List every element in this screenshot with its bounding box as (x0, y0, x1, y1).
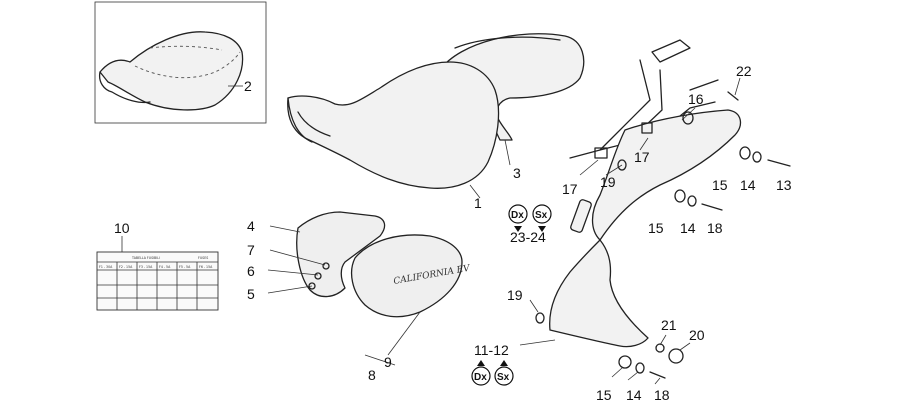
badge-sx-top (532, 204, 552, 224)
arrow-up-icon (500, 360, 508, 366)
badge-sx-bottom-text: Sx (497, 372, 510, 383)
part-label-14: 14 (626, 387, 642, 402)
part-label-9: 9 (384, 354, 392, 370)
screw (308, 282, 316, 290)
fasteners (519, 111, 791, 385)
part-label-17: 17 (562, 181, 578, 197)
part-label-22: 22 (736, 63, 752, 79)
inset-frame (94, 1, 267, 124)
fuse-table-subtitle: FUSES (198, 256, 208, 260)
bushing (314, 272, 322, 280)
part-label-15: 15 (712, 177, 728, 193)
part-label-18: 18 (707, 220, 723, 236)
main-seat-1 (287, 33, 585, 199)
fuse-header: F2 - 15A (119, 265, 133, 269)
part-label-10: 10 (114, 220, 130, 236)
grommet (322, 262, 330, 270)
part-label-21: 21 (661, 317, 677, 333)
rear-frame (549, 39, 742, 348)
part-label-17: 17 (634, 149, 650, 165)
part-label-6: 6 (247, 263, 255, 279)
part-label-13: 13 (776, 177, 792, 193)
side-badges: Dx Sx Dx Sx (471, 204, 552, 386)
fuse-header: F1 - 30A (99, 265, 113, 269)
part-label-19: 19 (600, 174, 616, 190)
reflector-23-24 (570, 199, 592, 233)
badge-dx-top-text: Dx (511, 210, 524, 221)
part-label-18: 18 (654, 387, 670, 402)
part-label-2: 2 (244, 78, 252, 94)
part-label-20: 20 (689, 327, 705, 343)
badge-sx-bottom (494, 366, 514, 386)
arrow-up-icon (477, 360, 485, 366)
part-label-23-24: 23-24 (510, 229, 546, 245)
fuse-header: F4 - 5A (159, 265, 171, 269)
part-label-14: 14 (680, 220, 696, 236)
part-label-16: 16 (688, 91, 704, 107)
part-label-11-12: 11-12 (474, 342, 509, 358)
part-label-7: 7 (247, 242, 255, 258)
part-label-3: 3 (513, 165, 521, 181)
side-panels: CALIFORNIA EV (267, 211, 472, 366)
arrow-down-icon (514, 226, 522, 232)
badge-dx-bottom (471, 366, 491, 386)
part-label-1: 1 (474, 195, 482, 211)
fuse-table-title: TABELLA FUSIBILI (131, 256, 160, 260)
inset-seat-2 (94, 1, 267, 124)
fuse-label-10: TABELLA FUSIBILI FUSES F1 - 30A F2 - 15A… (96, 236, 219, 311)
badge-sx-top-text: Sx (535, 210, 548, 221)
badge-dx-top (508, 204, 528, 224)
fuse-header: F6 - 15A (199, 265, 213, 269)
part-label-15: 15 (648, 220, 664, 236)
part-label-15: 15 (596, 387, 612, 402)
part-labels: 1 2 3 4 5 6 7 8 9 10 11-12 13 14 14 14 1… (114, 63, 792, 402)
part-label-8: 8 (368, 367, 376, 383)
fuse-header: F3 - 15A (139, 265, 153, 269)
arrow-down-icon (538, 226, 546, 232)
part-label-5: 5 (247, 286, 255, 302)
fuse-header: F5 - 5A (179, 265, 191, 269)
part-label-14: 14 (740, 177, 756, 193)
part-label-4: 4 (247, 218, 255, 234)
badge-dx-bottom-text: Dx (474, 372, 487, 383)
part-label-19: 19 (507, 287, 523, 303)
